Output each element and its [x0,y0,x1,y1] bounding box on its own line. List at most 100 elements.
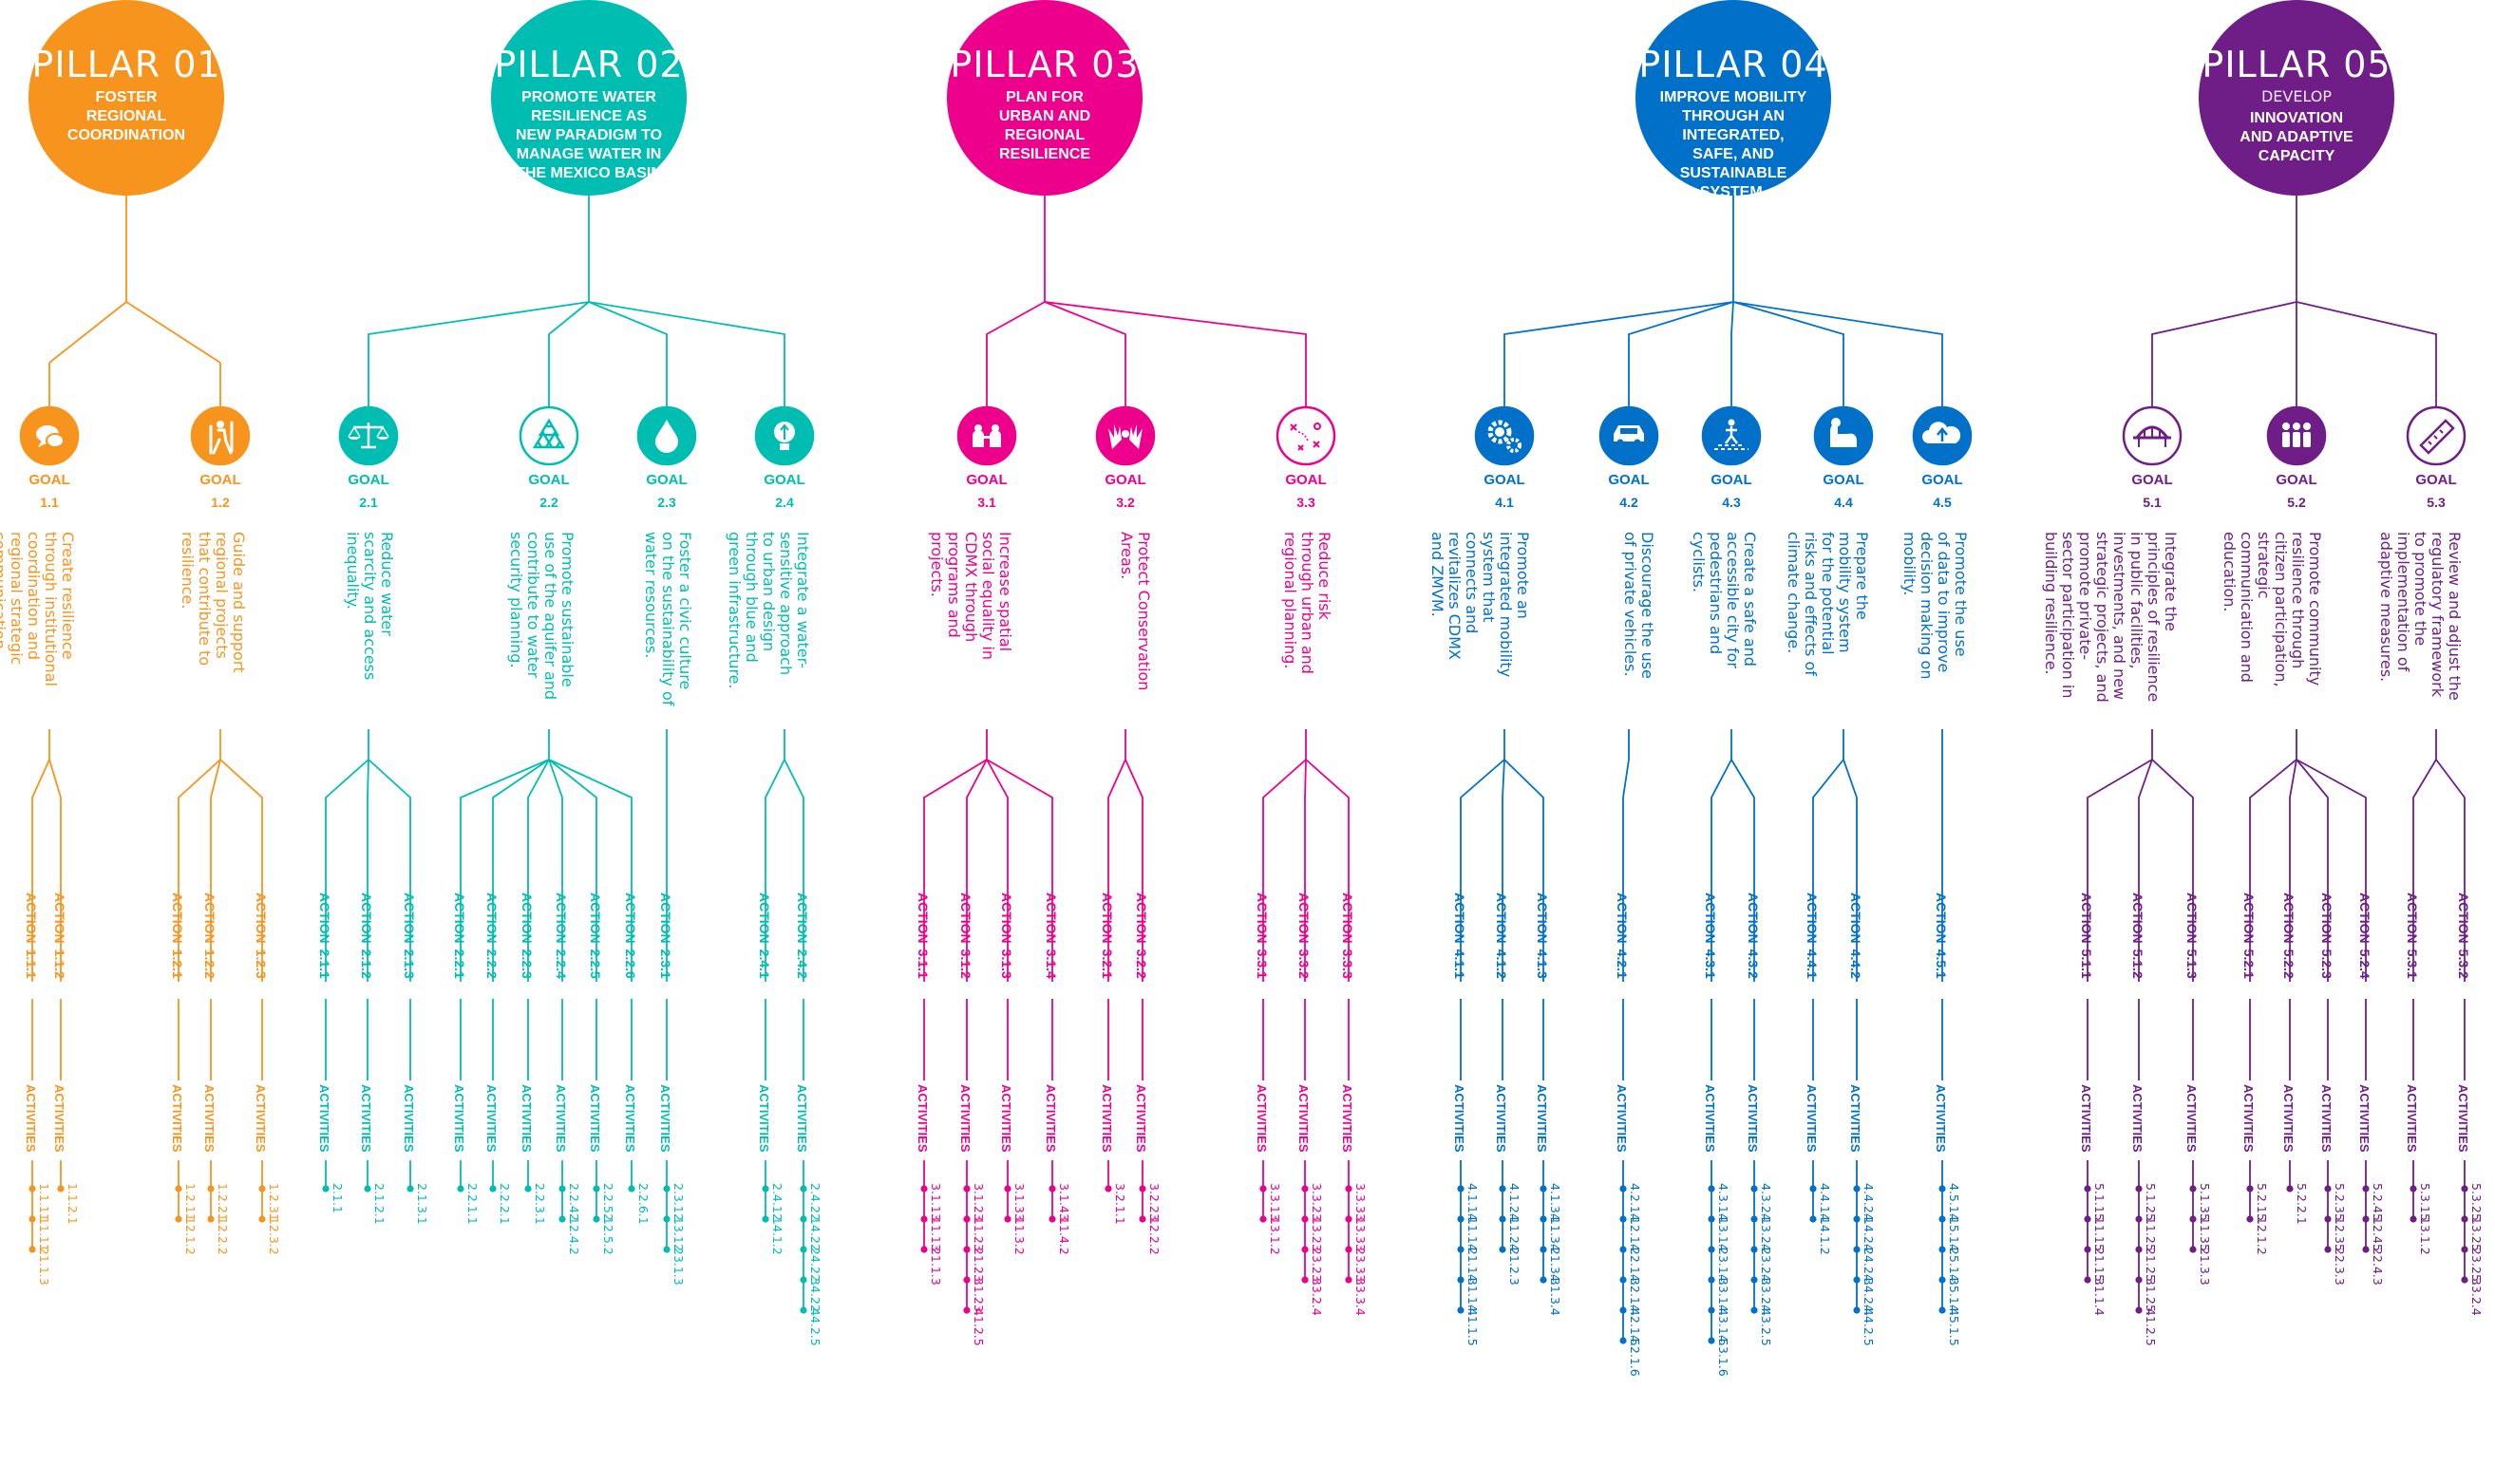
action-label: ACTION4.4.1 [1805,892,1820,979]
action-branch-line [2249,759,2297,982]
goal-description-line: risks and effects of [1802,532,1820,676]
activity-dot [1619,1185,1627,1193]
activity-id: 3.1.4.2 [1057,1213,1071,1255]
activity-id: 4.3.1.1 [1716,1183,1730,1225]
activity-id: 5.1.1.4 [2092,1274,2107,1316]
activity-dot [1049,1185,1056,1193]
action-label-text: ACTION4.2.1 [1615,892,1630,979]
activity-id: 3.3.2.4 [1310,1274,1324,1316]
action-prefix: ACTION [2130,892,2145,944]
goal-description-line: resilience through [2289,532,2307,668]
activities-label: ACTIVITIES [1255,1084,1269,1153]
action-id: 4.5.1 [1934,949,1949,979]
activity-list-text: 3.3.3.13.3.3.23.3.3.33.3.3.4 [1353,1183,1368,1316]
action-label-text: ACTION4.3.1 [1703,892,1718,979]
goal-description: Foster a civic cultureon the sustainabil… [642,532,694,706]
pillar-title-line: AND ADAPTIVE [2240,129,2353,145]
action-label-text: ACTION2.2.1 [452,892,467,979]
action-id: 4.3.1 [1703,949,1718,979]
action-prefix: ACTION [1452,892,1467,944]
action-id: 5.1.3 [2184,949,2200,979]
activities-label-text: ACTIVITIES [1044,1084,1058,1153]
activities-label-text: ACTIVITIES [2130,1084,2145,1153]
activity-list-text: 3.1.3.13.1.3.2 [1012,1183,1027,1255]
community-icon [2282,423,2311,447]
activity-dot [963,1276,971,1284]
pillar-title-line: REGIONAL [1005,127,1086,143]
action-prefix: ACTION [2241,892,2257,944]
goal-description-line: Promote sustainable [558,532,576,687]
goal-description-line: Prepare the [1853,532,1871,620]
goal-branch-line [1732,301,1844,407]
activity-dot [1853,1185,1861,1193]
activity-list: 5.1.2.15.1.2.25.1.2.35.1.2.45.1.2.5 [2144,1183,2158,1346]
action-branch-line [210,759,221,982]
goal-icon-circle [1474,405,1535,466]
goal-label: GOAL [1285,472,1326,488]
action-group: ACTION4.1.2ACTIVITIES4.1.2.14.1.2.24.1.2… [1494,759,1522,1286]
action-label-text: ACTION5.3.1 [2405,892,2420,979]
action-branch-line [1843,759,1858,982]
activity-list: 1.1.2.1 [66,1183,80,1225]
activity-list-text: 5.3.1.15.3.1.2 [2418,1183,2432,1255]
activity-dot [1457,1306,1465,1314]
action-label-text: ACTION3.3.2 [1296,892,1312,979]
action-label-text: ACTION2.4.2 [795,892,810,979]
activities-label-text: ACTIVITIES [452,1084,466,1153]
activity-id: 4.4.1.2 [1818,1213,1832,1255]
activity-id: 4.3.1.4 [1716,1274,1730,1316]
goal-label: GOAL [764,472,804,488]
action-label-text: ACTION5.2.2 [2281,892,2297,979]
activity-id: 1.2.2.2 [216,1213,230,1255]
goal-description-line: system that [1480,532,1498,622]
activities-label-text: ACTIVITIES [1452,1084,1466,1153]
goal-description-text: Protect ConservationAreas. [1118,532,1153,690]
goal-description-line: mobility. [1900,532,1919,595]
action-branch-line [2296,759,2329,982]
action-id: 3.2.1 [1100,949,1115,979]
action-prefix: ACTION [2456,892,2471,944]
goal-description-line: sector participation in [2059,532,2077,698]
goal-number: 4.2 [1619,495,1638,510]
action-prefix: ACTION [1044,892,1059,944]
activity-id: 1.2.2.1 [216,1183,230,1225]
activity-list-text: 5.2.1.15.2.1.2 [2255,1183,2269,1255]
goal-description-line: scarcity and access [361,532,379,680]
goal-description-line: regional planning. [1281,532,1299,668]
action-label: ACTION3.3.3 [1340,892,1355,979]
action-branch-line [527,759,550,982]
pillar-title-line: SUSTAINABLE [1680,165,1787,181]
activities-label: ACTIVITIES [2184,1084,2199,1153]
activity-list-text: 2.2.2.1 [498,1183,512,1225]
activity-dot [800,1215,807,1223]
activity-list: 4.3.1.14.3.1.24.3.1.34.3.1.44.3.1.54.3.1… [1716,1183,1730,1377]
goal-number: 3.1 [977,495,996,510]
action-group: ACTION4.1.3ACTIVITIES4.1.3.14.1.3.24.1.3… [1503,759,1562,1316]
activity-id: 4.1.3.1 [1548,1183,1562,1225]
scales-icon [348,423,389,449]
goal-description-text: Increase spatialsocial equality inCDMX t… [928,532,1014,660]
action-group: ACTION1.1.1ACTIVITIES1.1.1.11.1.1.21.1.1… [24,759,51,1286]
activity-dot [1708,1246,1715,1253]
activity-dot [1619,1215,1627,1223]
activity-dot [920,1246,928,1253]
goal-label: GOAL [646,472,687,488]
action-label: ACTION5.3.2 [2456,892,2471,979]
action-label-text: ACTION5.1.1 [2079,892,2094,979]
activity-id: 4.1.1.3 [1465,1244,1480,1286]
activity-dot [800,1246,807,1253]
action-prefix: ACTION [202,892,217,944]
goal-description-line: Reduce risk [1315,532,1333,621]
activity-dot [1345,1215,1352,1223]
activity-id: 4.1.1.5 [1465,1305,1480,1346]
activity-dot [1750,1276,1758,1284]
